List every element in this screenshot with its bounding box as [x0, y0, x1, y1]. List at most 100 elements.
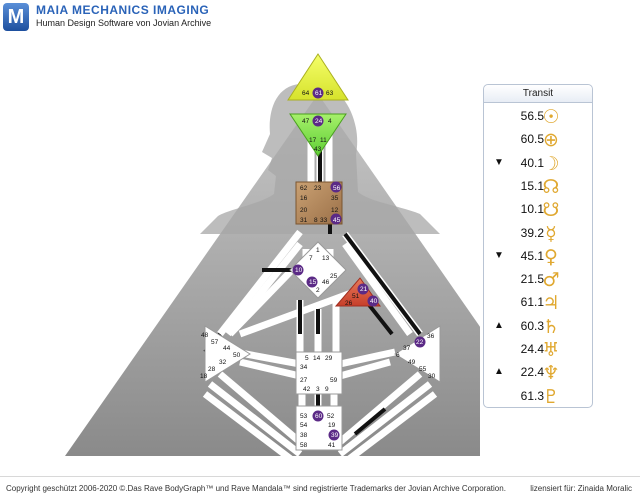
- gate-17: 17: [309, 137, 317, 144]
- neptune-icon: ♆: [542, 362, 560, 385]
- venus-icon: ♀: [544, 245, 558, 268]
- transit-row: 60.5⊕: [484, 127, 592, 153]
- copyright-text: Copyright geschützt 2006-2020 ©.Das Rave…: [6, 484, 506, 493]
- gate-61: 61: [315, 90, 323, 97]
- gate-50: 50: [233, 352, 241, 359]
- bodygraph-chart[interactable]: 64 61 63 47 24 4 17 11 43 62 23 56 16 35…: [0, 34, 480, 476]
- gate-45: 45: [333, 217, 341, 224]
- transit-row: 61.1♃: [484, 290, 592, 316]
- gate-58: 58: [300, 442, 308, 449]
- gate-9: 9: [325, 386, 329, 393]
- transit-value: 45.1: [520, 248, 544, 263]
- jupiter-icon: ♃: [542, 292, 560, 315]
- transit-value: 21.5: [520, 272, 544, 287]
- spleen-center[interactable]: [204, 325, 251, 383]
- transit-value: 15.1: [520, 178, 544, 193]
- gate-31: 31: [300, 217, 308, 224]
- gate-49: 49: [408, 359, 416, 366]
- gate-23: 23: [314, 185, 322, 192]
- g-center[interactable]: [289, 241, 347, 299]
- app-subtitle: Human Design Software von Jovian Archive: [36, 18, 212, 28]
- transit-row: 15.1☊: [484, 174, 592, 200]
- mercury-icon: ☿: [545, 222, 557, 245]
- main-area: 64 61 63 47 24 4 17 11 43 62 23 56 16 35…: [0, 34, 640, 476]
- ajna-center[interactable]: [289, 113, 347, 157]
- highlighted-gates: [292, 87, 426, 441]
- transit-value: 40.1: [520, 155, 544, 170]
- transit-row: ▲ 60.3♄: [484, 314, 592, 340]
- transit-value: 10.1: [520, 202, 544, 217]
- gate-34: 34: [300, 364, 308, 371]
- gate-64: 64: [302, 90, 310, 97]
- gate-47: 47: [302, 118, 310, 125]
- south-node-icon: ☋: [542, 199, 560, 222]
- gate-53: 53: [300, 413, 308, 420]
- gate-62: 62: [300, 185, 308, 192]
- gate-6: 6: [396, 352, 400, 359]
- gate-42: 42: [303, 386, 311, 393]
- gate-63: 63: [326, 90, 334, 97]
- transit-value: 61.3: [520, 388, 544, 403]
- transit-row: ▲22.4♆: [484, 360, 592, 386]
- gate-44: 44: [223, 345, 231, 352]
- transit-value: 22.4: [520, 365, 544, 380]
- transit-value: 61.1: [520, 295, 544, 310]
- direction-arrow-icon: ▼: [494, 156, 504, 168]
- gate-20: 20: [300, 207, 308, 214]
- gate-21: 21: [360, 286, 368, 293]
- transit-row: 10.1☋: [484, 197, 592, 223]
- gate-60: 60: [315, 413, 323, 420]
- head-center[interactable]: [287, 53, 349, 101]
- footer: Copyright geschützt 2006-2020 ©.Das Rave…: [0, 476, 640, 498]
- gate-38: 38: [300, 432, 308, 439]
- mars-icon: ♂: [542, 269, 560, 292]
- gate-4: 4: [328, 118, 332, 125]
- transit-row: 56.5☉: [484, 104, 592, 130]
- gate-18: 18: [200, 373, 208, 380]
- gate-33: 33: [320, 217, 328, 224]
- sun-icon: ☉: [542, 106, 560, 128]
- gate-15: 15: [309, 279, 317, 286]
- transit-row: 39.2☿: [484, 221, 592, 247]
- license-text: lizensiert für: Zinaida Moralic: [530, 484, 632, 493]
- gate-19: 19: [328, 422, 336, 429]
- gate-25: 25: [330, 273, 338, 280]
- earth-icon: ⊕: [543, 129, 559, 152]
- transit-value: 60.3: [520, 318, 544, 333]
- gate-41: 41: [328, 442, 336, 449]
- moon-icon: ☽: [542, 152, 560, 175]
- gate-13: 13: [322, 255, 330, 262]
- transit-value: 24.4: [520, 342, 544, 356]
- gate-11: 11: [320, 137, 327, 144]
- gate-36: 36: [427, 333, 435, 340]
- sacral-center[interactable]: [295, 351, 343, 395]
- app-header: M MAIA MECHANICS IMAGING Human Design So…: [0, 0, 640, 34]
- transit-value: 56.5: [520, 109, 544, 123]
- gate-30: 30: [428, 373, 436, 380]
- gate-56: 56: [333, 185, 341, 192]
- gate-59: 59: [330, 377, 338, 384]
- gate-51: 51: [352, 293, 360, 300]
- transit-row: 24.4♅: [484, 337, 592, 363]
- direction-arrow-icon: ▲: [494, 319, 504, 331]
- saturn-icon: ♄: [542, 315, 560, 338]
- gate-26: 26: [345, 300, 353, 307]
- pluto-icon: ♇: [542, 385, 560, 408]
- gate-37: 37: [403, 345, 411, 352]
- transit-row: 61.3♇: [484, 384, 592, 410]
- gate-16: 16: [300, 195, 308, 202]
- uranus-icon: ♅: [542, 339, 560, 361]
- gate-22: 22: [416, 339, 424, 346]
- gate-43: 43: [314, 146, 322, 153]
- transit-row: ▼ 40.1☽: [484, 151, 592, 177]
- gate-2: 2: [316, 287, 320, 294]
- gate-10: 10: [295, 267, 303, 274]
- gate-57: 57: [211, 339, 219, 346]
- gate-8: 8: [314, 217, 318, 224]
- gate-7: 7: [309, 255, 313, 262]
- gate-27: 27: [300, 377, 308, 384]
- gate-32: 32: [219, 359, 227, 366]
- gate-39: 39: [331, 432, 339, 439]
- gate-5: 5: [305, 355, 309, 362]
- transit-panel: Transit 56.5☉60.5⊕▼40.1☽15.1☊10.1☋39.2☿▼…: [483, 84, 593, 408]
